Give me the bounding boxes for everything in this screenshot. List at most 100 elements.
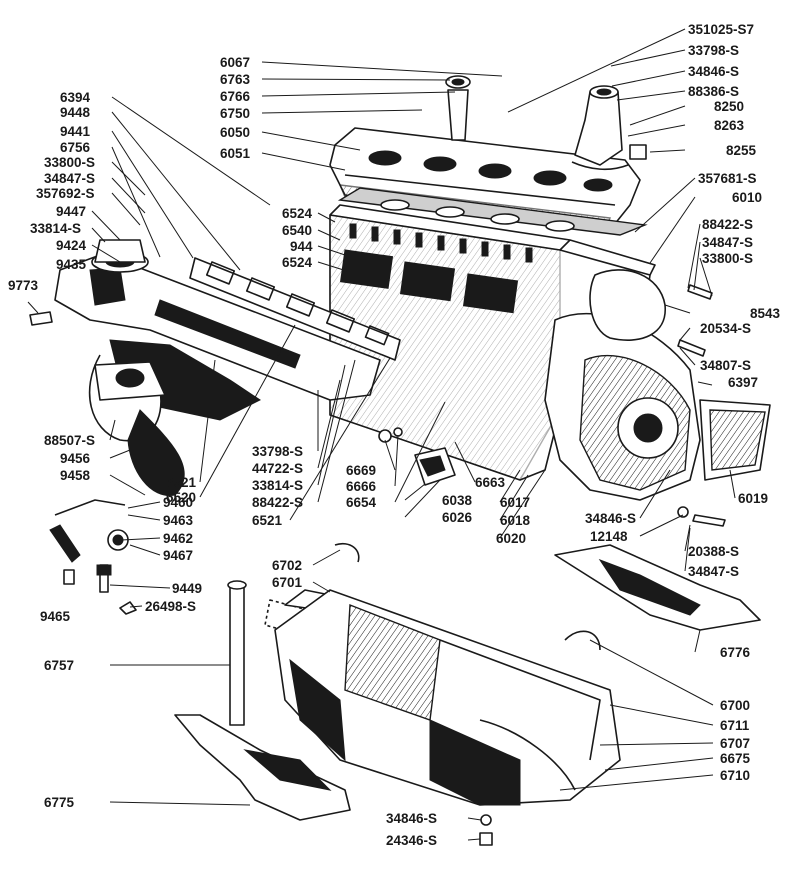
callout-6397: 6397: [728, 375, 758, 390]
small-fasteners: [29, 284, 726, 846]
callout-34847-S-lower: 34847-S: [688, 564, 739, 579]
callout-6710: 6710: [720, 768, 750, 783]
callout-9456: 9456: [60, 451, 91, 466]
callout-6675: 6675: [720, 751, 751, 766]
callout-6521-upper: 6521: [166, 475, 197, 490]
callout-6524-top: 6524: [282, 206, 313, 221]
callout-6654: 6654: [346, 495, 377, 510]
callout-6050: 6050: [220, 125, 250, 140]
callout-34847-S: 34847-S: [44, 171, 95, 186]
callout-9435: 9435: [56, 257, 87, 272]
oil-pump-drawing: [378, 427, 456, 486]
ventilation-plate-drawing: [174, 714, 351, 821]
callout-6711: 6711: [720, 718, 750, 733]
callout-88386-S: 88386-S: [688, 84, 739, 99]
callout-6010: 6010: [732, 190, 762, 205]
callout-6521-lower: 6521: [252, 513, 283, 528]
engine-block-drawing: [329, 204, 656, 481]
head-gasket-drawing: [337, 187, 648, 236]
manifold-gasket-drawing: [189, 257, 401, 361]
engine-parts: [29, 75, 771, 846]
oil-pan-drawing: [274, 589, 621, 806]
callout-9424: 9424: [56, 238, 87, 253]
callout-6038: 6038: [442, 493, 473, 508]
callout-6775: 6775: [44, 795, 75, 810]
callout-44722-S: 44722-S: [252, 461, 303, 476]
callout-88507-S: 88507-S: [44, 433, 95, 448]
callout-20388-S: 20388-S: [688, 544, 739, 559]
callout-8263: 8263: [714, 118, 745, 133]
callout-20534-S: 20534-S: [700, 321, 751, 336]
callout-6067: 6067: [220, 55, 250, 70]
callout-6756: 6756: [60, 140, 91, 155]
callout-6051: 6051: [220, 146, 251, 161]
callout-9449: 9449: [172, 581, 202, 596]
callout-6750: 6750: [220, 106, 250, 121]
callout-6776: 6776: [720, 645, 751, 660]
oil-filler-drawing: [445, 75, 471, 141]
callout-357692-S: 357692-S: [36, 186, 95, 201]
callout-9458: 9458: [60, 468, 91, 483]
callout-6018: 6018: [500, 513, 531, 528]
callout-9773: 9773: [8, 278, 39, 293]
callout-9462: 9462: [163, 531, 193, 546]
callout-6663: 6663: [475, 475, 506, 490]
callout-6666: 6666: [346, 479, 377, 494]
callout-33814-S-lower: 33814-S: [252, 478, 303, 493]
callout-9463: 9463: [163, 513, 194, 528]
timing-cover-drawing: [544, 269, 771, 501]
callout-8543: 8543: [750, 306, 781, 321]
callout-9465: 9465: [40, 609, 71, 624]
callout-12148: 12148: [590, 529, 628, 544]
water-outlet-drawing: [571, 85, 647, 171]
callout-26498-S: 26498-S: [145, 599, 196, 614]
callout-6700: 6700: [720, 698, 750, 713]
callout-labels: 351025-S7 33798-S 34846-S 88386-S 8250 8…: [8, 22, 781, 848]
callout-24346-S: 24346-S: [386, 833, 437, 848]
dipstick-drawing: [227, 580, 247, 726]
callout-6766: 6766: [220, 89, 251, 104]
callout-6702: 6702: [272, 558, 302, 573]
callout-33800-S: 33800-S: [44, 155, 95, 170]
leader-lines: [27, 28, 736, 841]
callout-34807-S: 34807-S: [700, 358, 751, 373]
callout-33800-S-right: 33800-S: [702, 251, 753, 266]
callout-6026: 6026: [442, 510, 473, 525]
callout-9467: 9467: [163, 548, 193, 563]
callout-9441: 9441: [60, 124, 91, 139]
callout-34846-S-bottom: 34846-S: [386, 811, 437, 826]
callout-9447: 9447: [56, 204, 86, 219]
callout-33814-S: 33814-S: [30, 221, 81, 236]
callout-6669: 6669: [346, 463, 376, 478]
callout-6020: 6020: [496, 531, 526, 546]
callout-33798-S: 33798-S: [688, 43, 739, 58]
callout-8250: 8250: [714, 99, 744, 114]
callout-6520: 6520: [166, 490, 196, 505]
callout-9460: 9460: [163, 495, 193, 510]
callout-34846-S: 34846-S: [688, 64, 739, 79]
callout-6019: 6019: [738, 491, 768, 506]
callout-88422-S-lower: 88422-S: [252, 495, 303, 510]
callout-6540: 6540: [282, 223, 312, 238]
flywheel-plate-drawing: [554, 544, 761, 631]
fuel-pump-drawing: [49, 361, 166, 593]
callout-351025-S7: 351025-S7: [688, 22, 754, 37]
callout-6763: 6763: [220, 72, 251, 87]
callout-357681-S: 357681-S: [698, 171, 757, 186]
callout-6017: 6017: [500, 495, 530, 510]
callout-34846-S-mid: 34846-S: [585, 511, 636, 526]
callout-8255: 8255: [726, 143, 757, 158]
callout-6757: 6757: [44, 658, 74, 673]
block-top-holes: [349, 223, 533, 263]
callout-944: 944: [290, 239, 313, 254]
callout-6394: 6394: [60, 90, 91, 105]
callout-6524-lower: 6524: [282, 255, 313, 270]
callout-9448: 9448: [60, 105, 91, 120]
callout-6701: 6701: [272, 575, 303, 590]
callout-33798-S-lower: 33798-S: [252, 444, 303, 459]
callout-34847-S-right: 34847-S: [702, 235, 753, 250]
callout-6707: 6707: [720, 736, 750, 751]
callout-88422-S-right: 88422-S: [702, 217, 753, 232]
